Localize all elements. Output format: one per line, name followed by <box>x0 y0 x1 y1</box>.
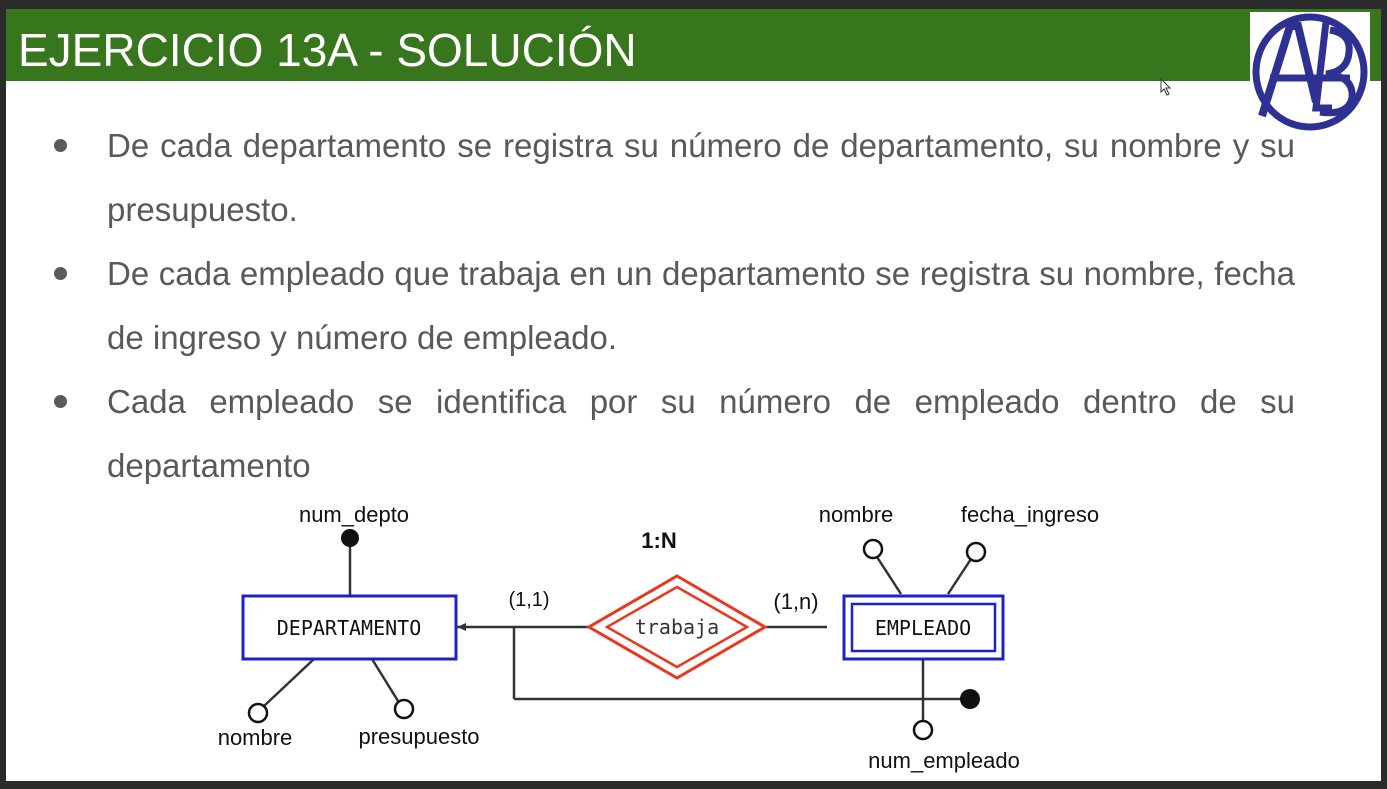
bullet-list: De cada departamento se registra su núme… <box>6 114 1381 498</box>
participation-left: (1,1) <box>508 589 549 611</box>
bullet-item: De cada departamento se registra su núme… <box>6 114 1295 242</box>
bullet-dot-icon <box>54 395 67 408</box>
bullet-dot-icon <box>54 139 67 152</box>
attribute-label: fecha_ingreso <box>961 502 1099 527</box>
attribute-label: num_empleado <box>868 748 1020 773</box>
attribute-label: nombre <box>819 502 894 527</box>
slide: EJERCICIO 13A - SOLUCIÓN De cada departa… <box>6 9 1381 781</box>
bullet-text: De cada empleado que trabaja en un depar… <box>107 255 1295 356</box>
attribute-label: nombre <box>218 725 293 750</box>
diagram-lines <box>263 539 973 721</box>
attribute-circle-icon <box>912 719 934 741</box>
slide-title: EJERCICIO 13A - SOLUCIÓN <box>18 24 637 76</box>
relationship-cardinality: 1:N <box>641 528 676 553</box>
entity-empleado-outer <box>842 594 1005 661</box>
relationship-diamond-outer <box>586 574 768 680</box>
relationship-diamond-inner <box>604 585 750 669</box>
key-attribute-dot-icon <box>341 529 359 547</box>
relationship-label: trabaja <box>635 615 719 639</box>
bullet-item: Cada empleado se identifica por su númer… <box>6 370 1295 498</box>
slide-header: EJERCICIO 13A - SOLUCIÓN <box>6 9 1381 81</box>
entity-departamento <box>241 594 458 661</box>
bullet-text: Cada empleado se identifica por su númer… <box>107 383 1295 484</box>
bullet-dot-icon <box>54 267 67 280</box>
entity-empleado-inner <box>850 602 997 653</box>
attribute-circle-icon <box>965 541 987 563</box>
attribute-label: presupuesto <box>358 724 479 749</box>
identifier-dot-icon <box>960 689 980 709</box>
bullet-item: De cada empleado que trabaja en un depar… <box>6 242 1295 370</box>
alb-logo <box>1250 12 1370 133</box>
attribute-label: num_depto <box>299 502 409 527</box>
mouse-cursor-icon <box>1160 78 1172 96</box>
attribute-circle-icon <box>862 538 884 560</box>
attribute-circle-icon <box>247 702 269 724</box>
entity-departamento-label: DEPARTAMENTO <box>277 616 422 640</box>
arrow-head-icon <box>457 623 466 631</box>
entity-empleado-label: EMPLEADO <box>875 616 971 640</box>
attribute-circle-icon <box>393 698 415 720</box>
er-diagram: DEPARTAMENTO EMPLEADO trabaja 1:N (1,1) … <box>218 502 1099 773</box>
participation-right: (1,n) <box>773 589 818 614</box>
bullet-text: De cada departamento se registra su núme… <box>107 127 1295 228</box>
